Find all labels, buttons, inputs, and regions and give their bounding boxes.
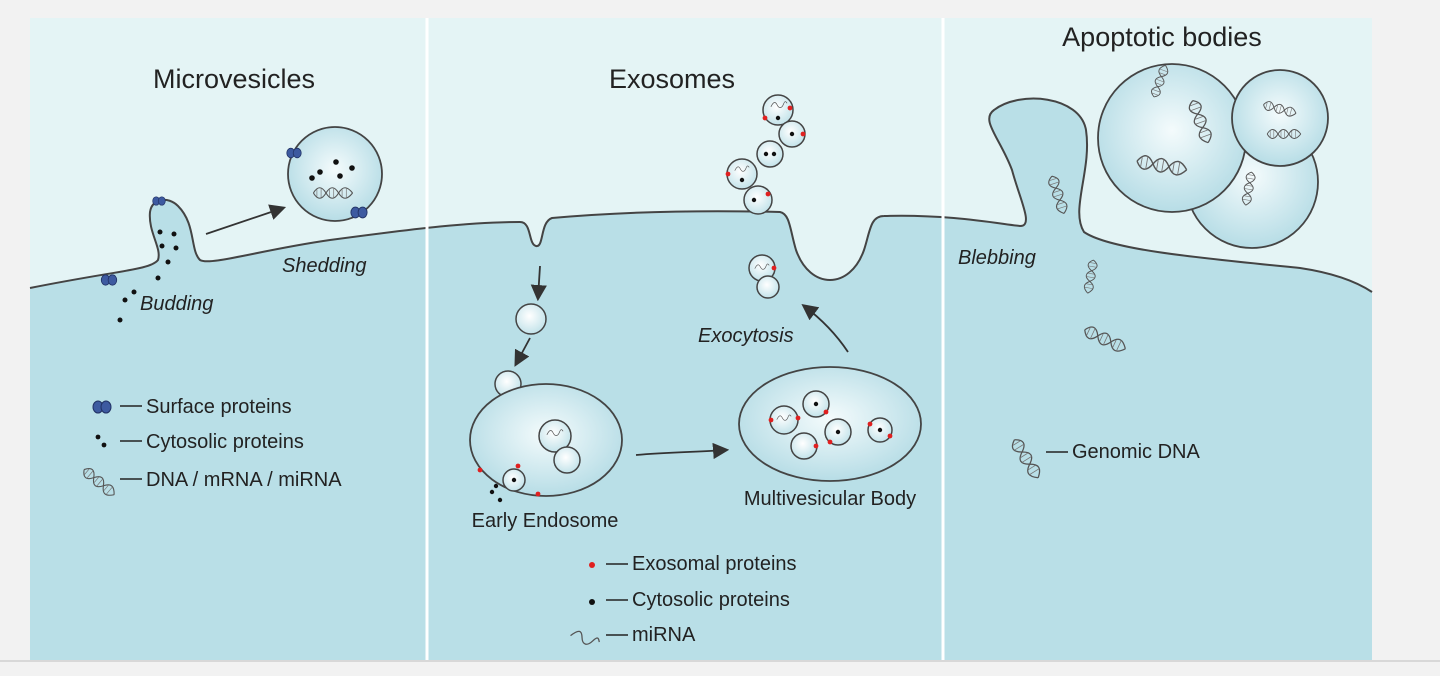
exocytosis-arrow — [801, 304, 849, 353]
endosome-intraluminal-vesicle — [553, 446, 581, 474]
endocytic-vesicle — [515, 303, 547, 335]
exosomal-protein-icon — [589, 562, 595, 568]
endosome-intraluminal-vesicle — [538, 419, 572, 453]
surface-protein-icon — [92, 400, 112, 414]
cytosolic-protein-icon — [95, 434, 107, 448]
legend-cytosolic-proteins: Cytosolic proteins — [146, 431, 304, 453]
shedding-arrow — [205, 204, 287, 235]
mvb-exosomal-proteins — [768, 409, 893, 449]
surface-protein-icon — [350, 206, 368, 219]
mvb-cytosolic-proteins — [813, 401, 883, 435]
shedding-label: Shedding — [282, 255, 367, 277]
blebbing-label: Blebbing — [958, 247, 1036, 269]
surface-protein-icon — [286, 147, 302, 159]
exocytosis-label: Exocytosis — [698, 325, 794, 347]
legend-exosomal-proteins: Exosomal proteins — [632, 553, 797, 575]
plasma-membrane — [29, 97, 1373, 293]
legend-dna-mrna-mirna: DNA / mRNA / miRNA — [146, 469, 342, 491]
cytosolic-protein-icon — [589, 599, 595, 605]
maturation-arrow — [635, 442, 730, 460]
budding-label: Budding — [140, 293, 213, 315]
endosome-arrow — [514, 337, 531, 367]
microvesicle-cytosolic-proteins — [309, 159, 355, 181]
budding-cytosolic-proteins — [117, 229, 179, 323]
exosomes-title: Exosomes — [609, 64, 735, 94]
exosome-cytosolic-proteins — [739, 115, 795, 203]
surface-protein-icon — [100, 274, 118, 286]
endosome-exosomal-proteins — [477, 463, 541, 497]
pocket-exosome — [756, 275, 780, 299]
legend-genomic-dna: Genomic DNA — [1072, 441, 1200, 463]
early-endosome-label: Early Endosome — [472, 510, 619, 532]
shed-microvesicle — [287, 126, 383, 222]
endosome-cytosolic-proteins — [489, 477, 517, 503]
bottom-frame — [0, 660, 1440, 676]
microvesicles-title: Microvesicles — [153, 64, 315, 94]
exosome-exosomal-proteins — [725, 105, 806, 197]
legend-exosome-cytosolic-proteins: Cytosolic proteins — [632, 589, 790, 611]
surface-protein-icon — [152, 196, 166, 206]
pocket-exosomal-protein — [771, 265, 777, 271]
cytoplasm — [30, 98, 1372, 660]
apoptotic-bodies-title: Apoptotic bodies — [1062, 22, 1262, 52]
legend-mirna: miRNA — [632, 624, 696, 646]
legend-surface-proteins: Surface proteins — [146, 396, 292, 418]
multivesicular-body-label: Multivesicular Body — [744, 488, 916, 510]
endocytosis-arrow — [530, 265, 547, 302]
